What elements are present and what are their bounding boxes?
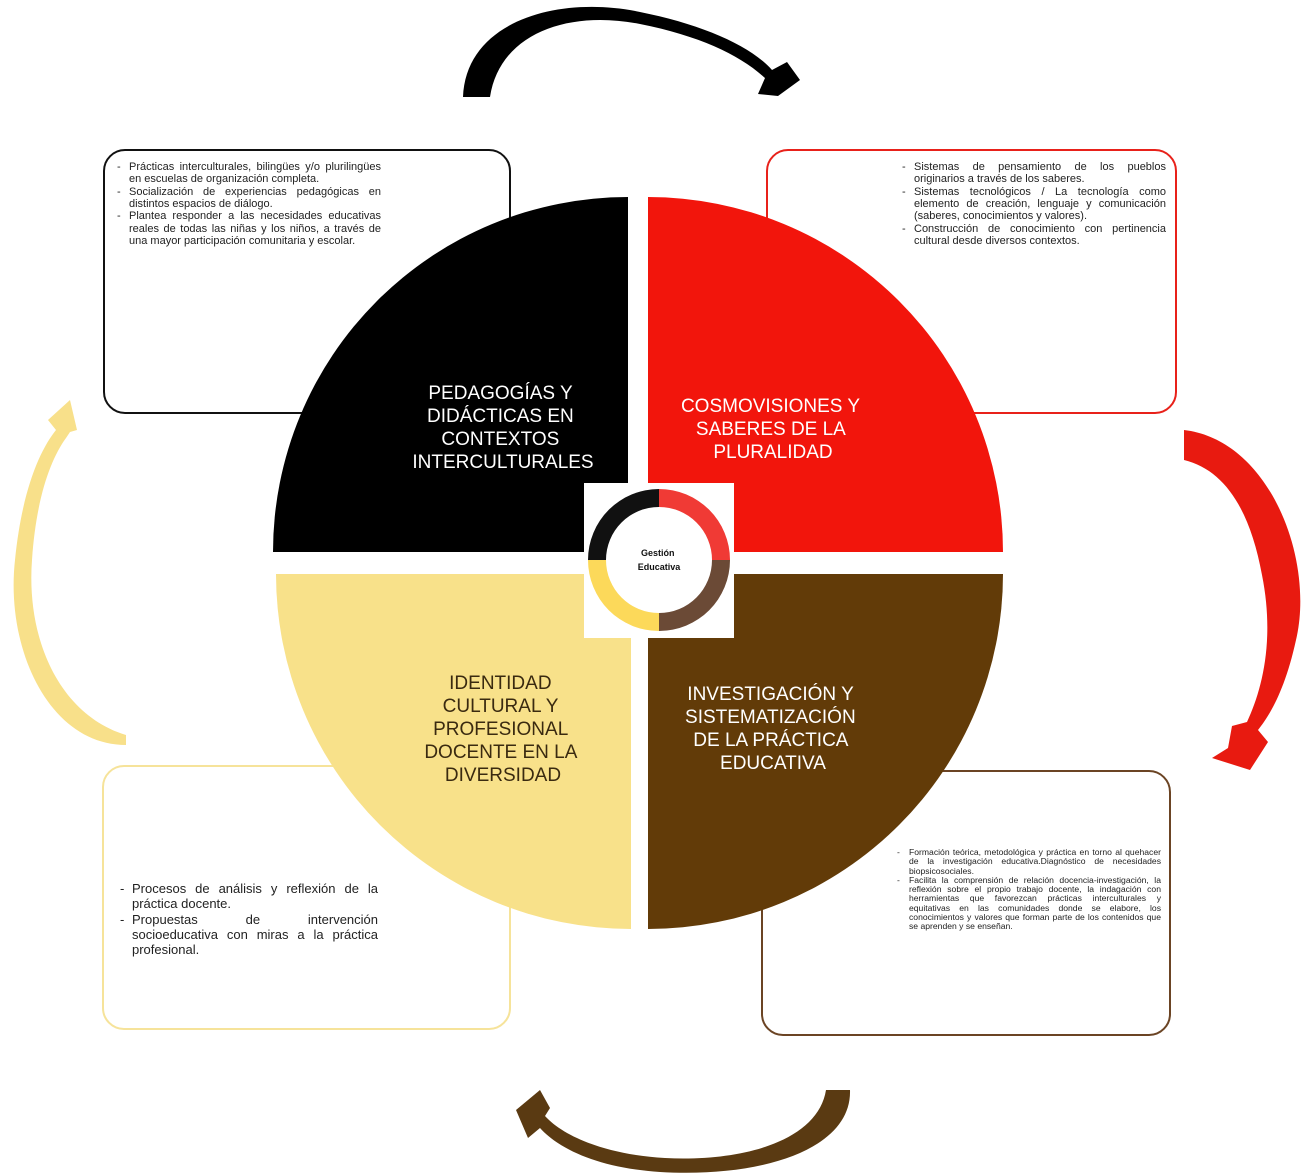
label-investigacion: INVESTIGACIÓN Y SISTEMATIZACIÓN DE LA PR…: [685, 683, 861, 774]
box-pedagogias-list: Prácticas interculturales, bilingües y/o…: [117, 161, 381, 247]
arrow-bottom-icon: [516, 1090, 851, 1173]
list-item: Socialización de experiencias pedagógica…: [117, 186, 381, 211]
ring-segment-black: [588, 489, 659, 560]
quadrant-investigacion: [648, 574, 1003, 929]
list-item: Sistemas de pensamiento de los pueblos o…: [902, 161, 1166, 186]
list-item: Facilita la comprensión de relación doce…: [897, 875, 1161, 932]
label-cosmovisiones: COSMOVISIONES Y SABERES DE LA PLURALIDAD: [681, 396, 865, 463]
list-item: Procesos de análisis y reflexión de la p…: [120, 881, 378, 912]
list-item: Sistemas tecnológicos / La tecnología co…: [902, 186, 1166, 223]
box-cosmovisiones-list: Sistemas de pensamiento de los pueblos o…: [902, 161, 1166, 247]
ring-segment-red: [659, 489, 730, 560]
gestion-educativa-emblem: Gestión Educativa: [584, 483, 734, 638]
list-item: Formación teórica, metodológica y prácti…: [897, 847, 1161, 876]
quadrant-pedagogias: [273, 197, 628, 552]
list-item: Prácticas interculturales, bilingües y/o…: [117, 161, 381, 186]
arrow-left-icon: [13, 400, 126, 745]
arrow-right-icon: [1184, 430, 1301, 770]
box-identidad-list: Procesos de análisis y reflexión de la p…: [120, 881, 378, 958]
label-pedagogias: PEDAGOGÍAS Y DIDÁCTICAS EN CONTEXTOS INT…: [412, 383, 593, 473]
list-item: Plantea responder a las necesidades educ…: [117, 210, 381, 247]
ring-segment-yellow: [588, 560, 659, 631]
arrow-top-icon: [463, 6, 800, 97]
list-item: Propuestas de intervención socioeducativ…: [120, 912, 378, 958]
ring-segment-brown: [659, 560, 730, 631]
center-title: Gestión Educativa: [638, 548, 682, 572]
list-item: Construcción de conocimiento con pertine…: [902, 223, 1166, 248]
box-investigacion-list: Formación teórica, metodológica y prácti…: [897, 847, 1161, 932]
gestion-ring: Gestión Educativa: [588, 489, 730, 631]
quadrant-cosmovisiones: [648, 197, 1003, 552]
label-identidad: IDENTIDAD CULTURAL Y PROFESIONAL DOCENTE…: [424, 673, 581, 786]
quadrant-identidad: [276, 574, 631, 929]
